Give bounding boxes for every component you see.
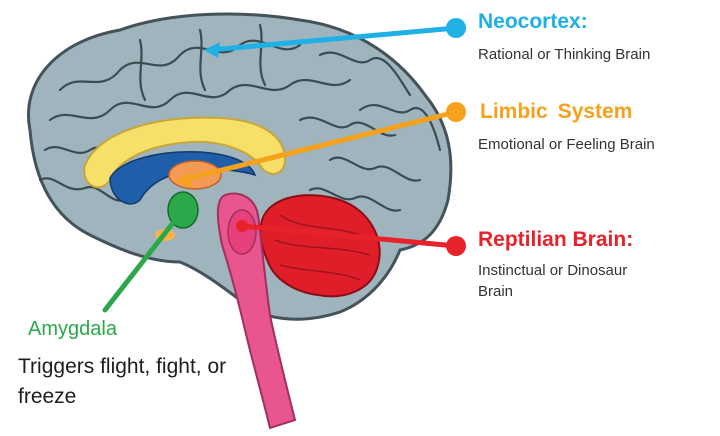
limbic-arrowhead-icon — [176, 172, 192, 188]
neocortex-dot-icon — [446, 18, 466, 38]
cerebellum-folds — [274, 214, 371, 281]
reptilian-start-dot-icon — [236, 220, 248, 232]
amygdala-leader-line — [102, 211, 183, 313]
limbic-title-word1: Limbic — [480, 100, 548, 123]
amygdala-title: Amygdala — [28, 318, 117, 340]
limbic-leader-line — [179, 109, 459, 183]
limbic-title: Limbic System — [480, 100, 632, 124]
neocortex-leader-line — [207, 25, 459, 53]
neocortex-arrowhead-icon — [204, 42, 220, 58]
neocortex-title: Neocortex: — [478, 10, 588, 33]
gyri-pattern — [38, 23, 442, 212]
leader-lines — [102, 25, 459, 313]
limbic-dot-icon — [446, 102, 466, 122]
reptilian-dot-icon — [446, 236, 466, 256]
reptilian-leader-line — [239, 223, 459, 249]
limbic-title-word2: System — [557, 100, 633, 123]
amygdala-subtitle: Triggers flight, fight, or freeze — [18, 355, 227, 408]
ventricle-shape — [109, 150, 257, 205]
reptilian-subtitle: Instinctual or Dinosaur Brain — [478, 262, 628, 300]
neocortex-subtitle: Rational or Thinking Brain — [478, 46, 651, 63]
reptilian-title: Reptilian Brain: — [478, 228, 634, 251]
limbic-subtitle: Emotional or Feeling Brain — [478, 136, 655, 153]
